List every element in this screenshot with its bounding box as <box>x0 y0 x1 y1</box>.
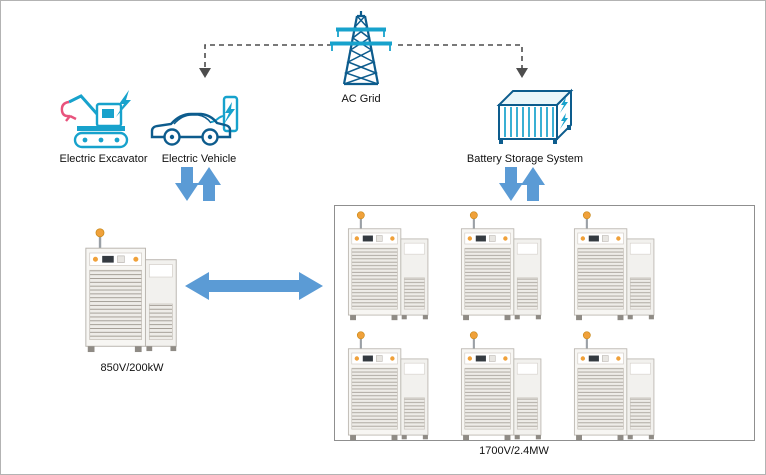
up-arrow-icon <box>521 167 545 201</box>
electric-excavator-icon <box>60 90 131 149</box>
power-link-double-arrow <box>185 272 323 300</box>
tower-body <box>342 11 380 86</box>
down-arrow-icon <box>499 167 523 201</box>
power-cabinet <box>571 210 659 322</box>
ac-grid-label: AC Grid <box>341 93 381 105</box>
excavator-label: Electric Excavator <box>59 153 148 165</box>
tower-insulators <box>331 31 391 51</box>
power-cabinet <box>458 210 546 322</box>
battery-cluster-box <box>334 205 755 441</box>
vehicle-label: Electric Vehicle <box>161 153 237 165</box>
lightning-bolt-icon <box>116 90 131 117</box>
excavator-claw <box>60 100 77 122</box>
bidirectional-flow-arrows-left <box>175 167 221 201</box>
electric-vehicle-icon <box>150 95 239 146</box>
right-unit-label: 1700V/2.4MW <box>479 445 549 457</box>
car-body <box>150 112 232 139</box>
power-cabinet <box>571 330 659 442</box>
bidirectional-flow-arrows-right <box>499 167 545 201</box>
power-cabinet <box>82 227 182 354</box>
container-ribs <box>504 107 554 137</box>
up-arrow-icon <box>197 167 221 201</box>
power-cabinet <box>458 330 546 442</box>
lightning-bolt-icon <box>560 97 568 113</box>
tower-lattice <box>343 15 379 85</box>
charging-cable <box>210 115 225 123</box>
down-arrowhead-icon <box>516 68 528 78</box>
power-cabinet <box>345 330 433 442</box>
battery-storage-label: Battery Storage System <box>466 153 584 165</box>
lightning-bolt-icon <box>560 113 568 129</box>
down-arrow-icon <box>175 167 199 201</box>
down-arrowhead-icon <box>199 68 211 78</box>
tower-crossarms <box>330 27 392 46</box>
battery-container-icon <box>496 88 574 144</box>
lightning-bolt-icon <box>224 102 235 124</box>
transmission-tower-icon <box>330 11 392 86</box>
power-cabinet <box>345 210 433 322</box>
left-unit-label: 850V/200kW <box>100 362 164 374</box>
cabinet-grid <box>335 206 754 442</box>
